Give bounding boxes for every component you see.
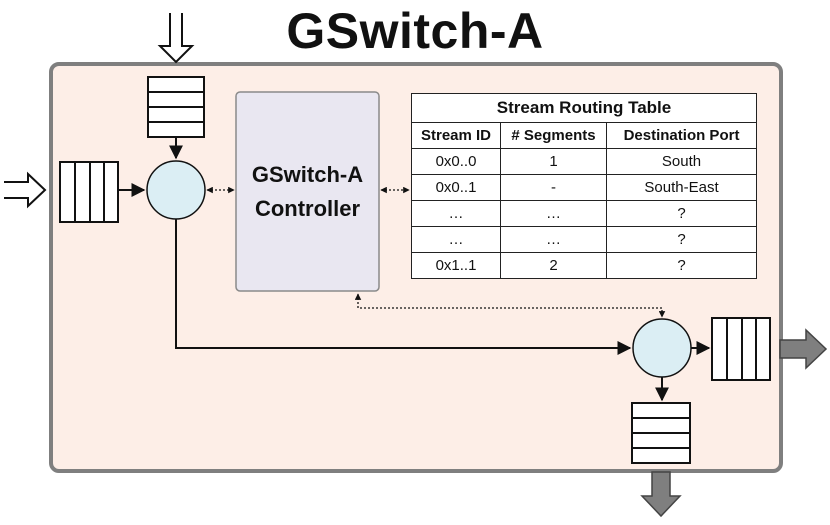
north-input-arrow (157, 13, 195, 64)
table-row: … … ? (411, 226, 758, 253)
controller-label: GSwitch-A Controller (236, 158, 379, 226)
input-router-node (146, 160, 206, 220)
north-input-queue (147, 76, 205, 138)
cell-segments: - (500, 174, 607, 201)
table-row: 0x0..0 1 South (411, 148, 758, 175)
south-output-queue (631, 402, 691, 464)
cell-destination-port: South-East (605, 174, 758, 201)
cell-destination-port: ? (605, 252, 758, 279)
east-output-arrow (779, 328, 828, 370)
table-row: … … ? (411, 200, 758, 227)
diagram-title: GSwitch-A (286, 3, 544, 59)
cell-stream-id: … (411, 226, 501, 253)
controller-label-line2: Controller (254, 196, 361, 221)
cell-destination-port: South (605, 148, 758, 175)
cell-stream-id: 0x1..1 (411, 252, 501, 279)
cell-segments: … (500, 226, 607, 253)
cell-stream-id: … (411, 200, 501, 227)
table-header-row: Stream ID # Segments Destination Port (411, 122, 758, 149)
south-output-arrow (640, 471, 682, 518)
router-to-router-link (175, 219, 632, 355)
table-caption: Stream Routing Table (410, 93, 758, 123)
cell-segments: 2 (500, 252, 607, 279)
cell-destination-port: ? (605, 226, 758, 253)
cell-segments: … (500, 200, 607, 227)
controller-box (235, 91, 380, 292)
output-router-node (632, 318, 692, 378)
west-input-arrow (4, 171, 47, 209)
cell-segments: 1 (500, 148, 607, 175)
cell-stream-id: 0x0..1 (411, 174, 501, 201)
east-output-queue (711, 317, 771, 381)
cell-stream-id: 0x0..0 (411, 148, 501, 175)
header-segments: # Segments (500, 122, 607, 149)
controller-to-output-router-link (354, 293, 666, 318)
header-stream-id: Stream ID (411, 122, 501, 149)
cell-destination-port: ? (605, 200, 758, 227)
stream-routing-table: Stream Routing Table Stream ID # Segment… (410, 93, 758, 279)
controller-label-line1: GSwitch-A (251, 162, 364, 187)
table-row: 0x0..1 - South-East (411, 174, 758, 201)
table-row: 0x1..1 2 ? (411, 252, 758, 279)
header-destination-port: Destination Port (605, 122, 758, 149)
west-input-queue (59, 161, 119, 223)
